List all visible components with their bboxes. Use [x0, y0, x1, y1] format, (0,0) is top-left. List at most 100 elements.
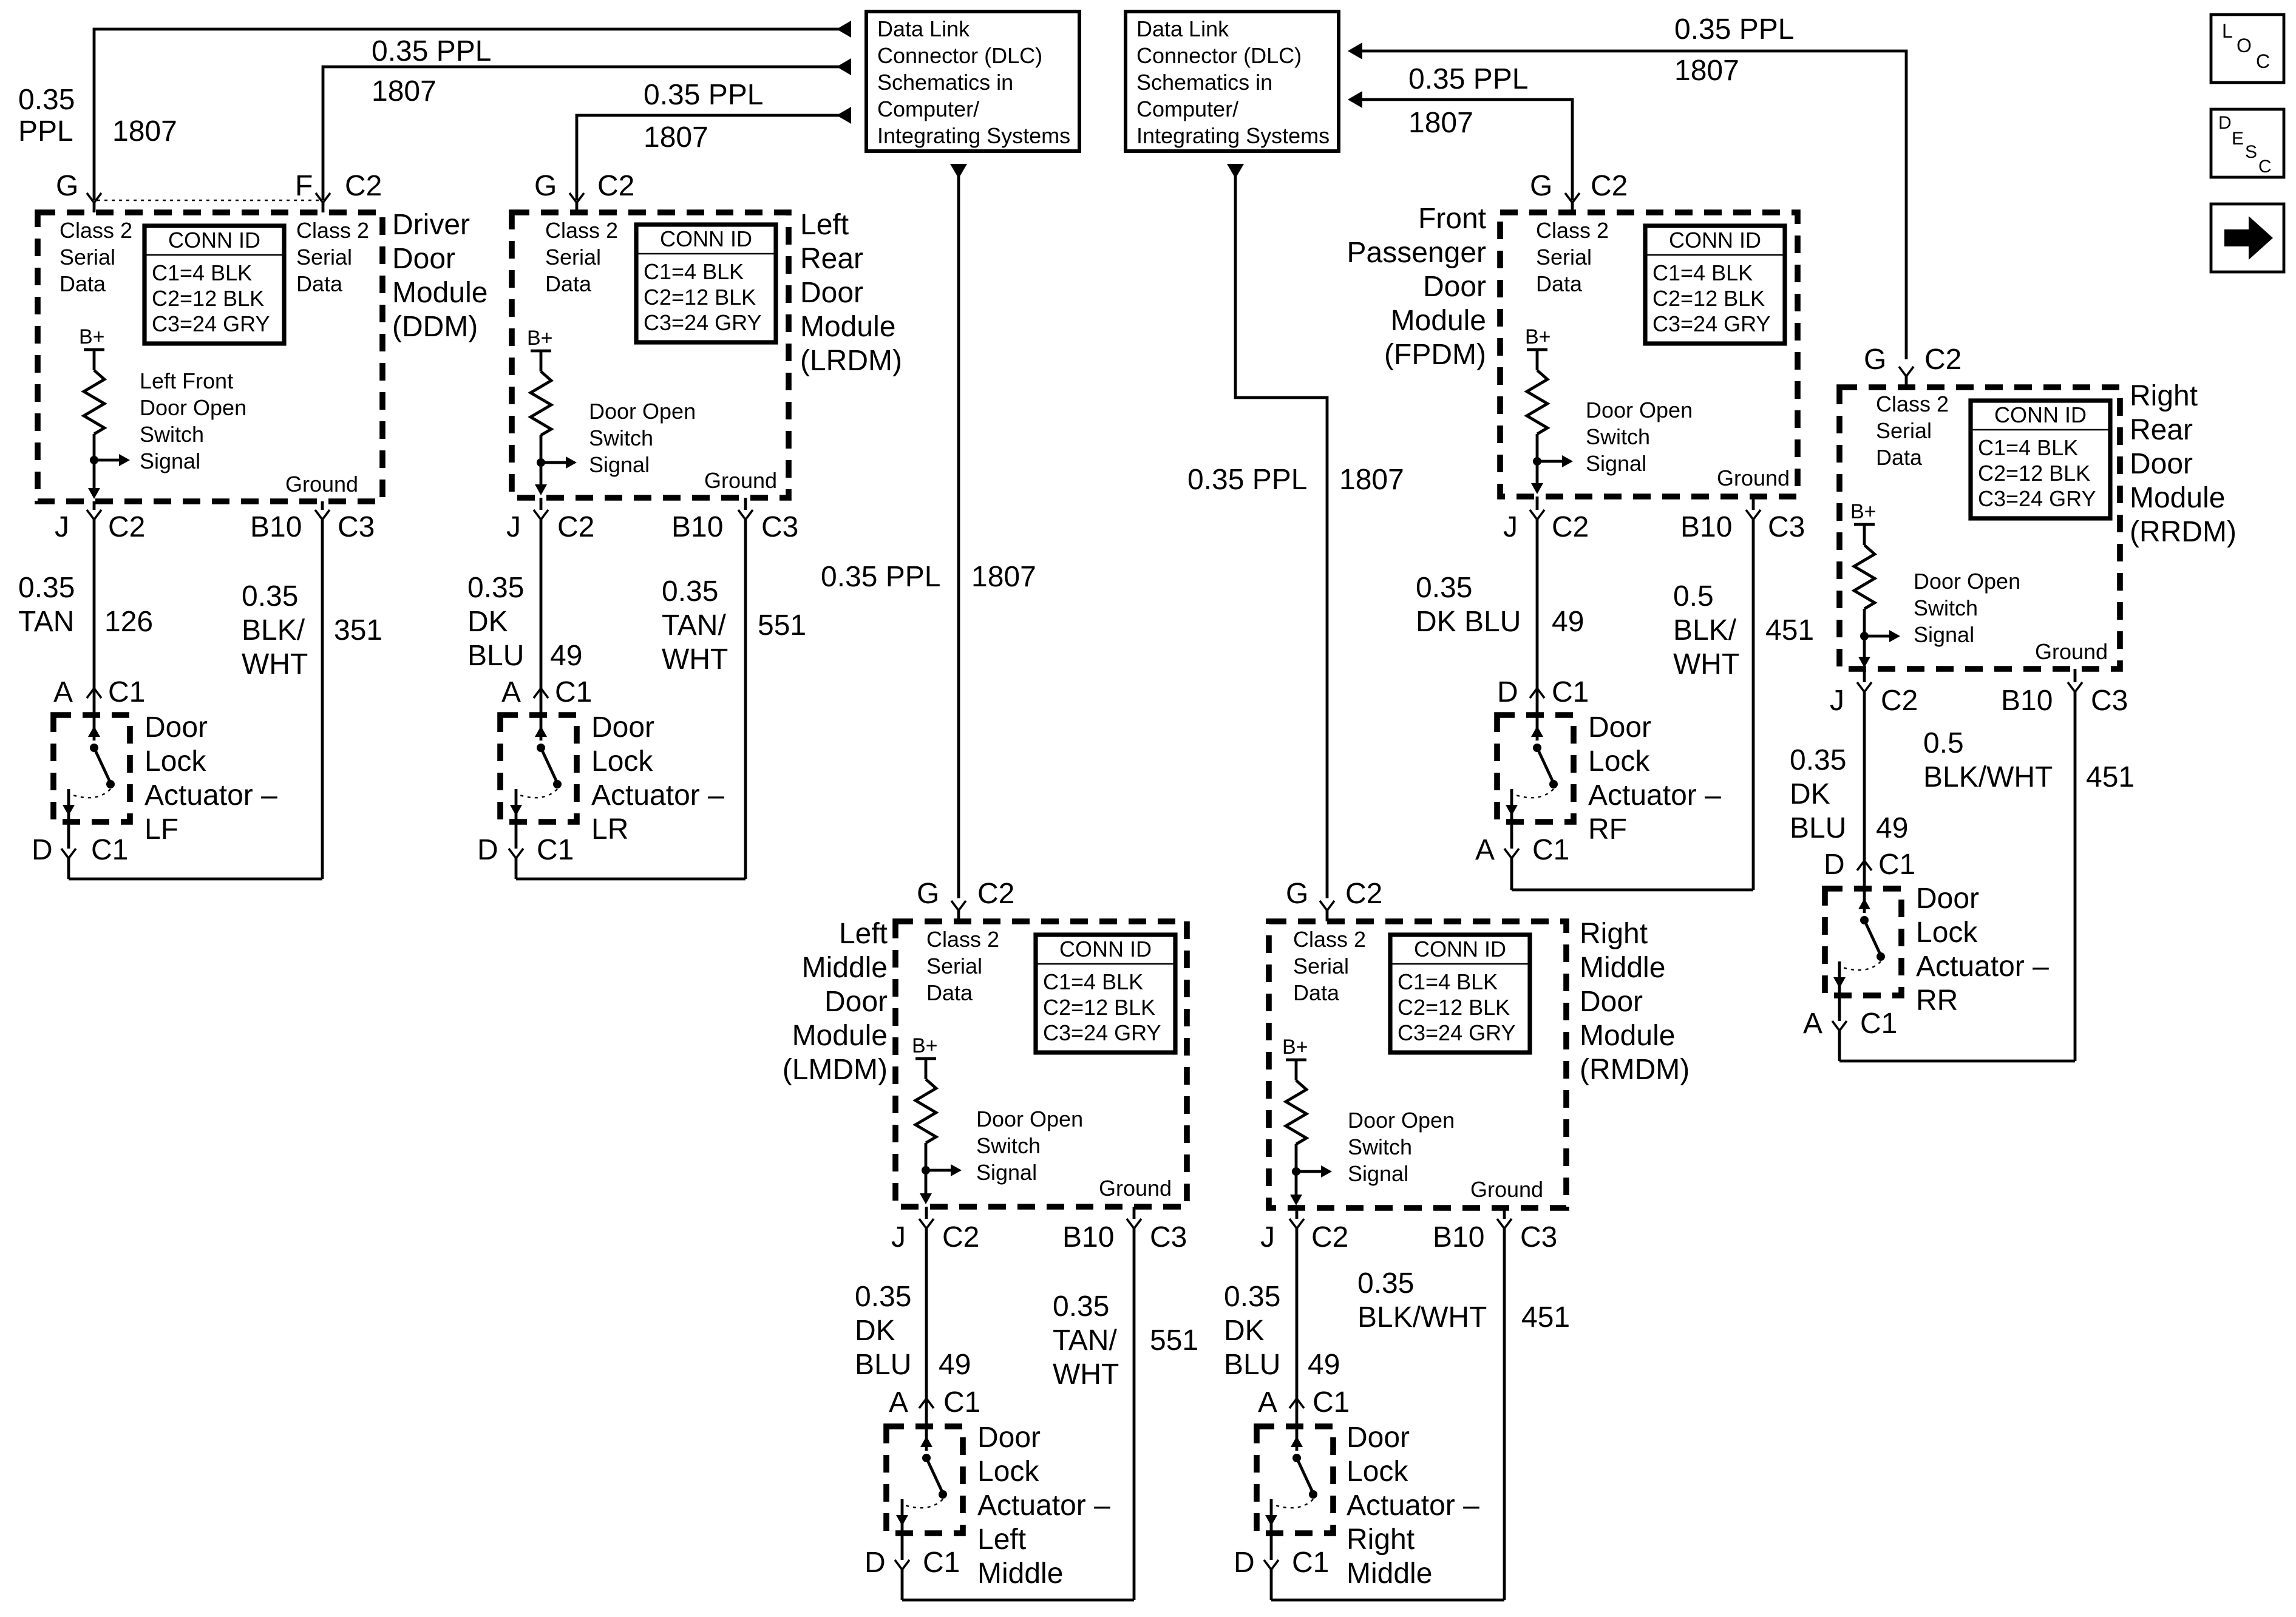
- fpdm-sig-circuit: 49: [1552, 606, 1584, 638]
- ddm-conn-id: CONN ID C1=4 BLK C2=12 BLK C3=24 GRY: [142, 223, 287, 346]
- lmdm-pin-c3: C3: [1150, 1221, 1187, 1253]
- fpdm-module[interactable]: G C2 Class 2 Serial Data CONN ID C1=4 BL…: [1347, 170, 1801, 500]
- lrdm-gnd-color-2: WHT: [662, 643, 728, 676]
- lrdm-act-label-2: Lock: [591, 745, 653, 778]
- data-link-wiring-right: [1348, 42, 1908, 359]
- rmdm-pin-c2: C2: [1311, 1221, 1348, 1253]
- lmdm-class2-3: Data: [926, 980, 973, 1005]
- lrdm-name-1: Left: [800, 209, 849, 241]
- lmdm-output-wiring: [894, 1207, 1143, 1602]
- lrdm-sig-circuit: 49: [550, 640, 582, 672]
- lmdm-pin-c2-top: C2: [977, 878, 1014, 910]
- rmdm-gnd-color: BLK/WHT: [1357, 1301, 1487, 1334]
- fpdm-switch-resistor: B+: [1524, 325, 1573, 494]
- rrdm-conn-c1: C1=4 BLK: [1978, 435, 2078, 460]
- dlc-left[interactable]: Data Link Connector (DLC) Schematics in …: [864, 10, 1081, 153]
- lmdm-ground: Ground: [1099, 1176, 1172, 1201]
- dlc-right[interactable]: Data Link Connector (DLC) Schematics in …: [1124, 10, 1340, 153]
- lrdm-door-lock-actuator[interactable]: [497, 712, 580, 849]
- rrdm-act-c1-top: C1: [1878, 849, 1915, 881]
- lmdm-gnd-color-2: WHT: [1053, 1358, 1119, 1391]
- rrdm-module[interactable]: G C2 Class 2 Serial Data CONN ID C1=4 BL…: [1836, 344, 2237, 672]
- lrdm-conn-c3: C3=24 GRY: [644, 310, 761, 335]
- ddm-door-lock-actuator[interactable]: [50, 712, 133, 849]
- dlc-left-line-3: Schematics in: [877, 70, 1013, 95]
- fpdm-switch-3: Signal: [1586, 451, 1646, 476]
- lmdm-switch-1: Door Open: [976, 1107, 1083, 1131]
- ddm-switch-1: Left Front: [140, 368, 233, 393]
- fpdm-act-c1-bottom: C1: [1532, 834, 1569, 866]
- desc-letter-e: E: [2232, 129, 2244, 149]
- fpdm-ground: Ground: [1717, 466, 1790, 490]
- rmdm-pin-c3: C3: [1520, 1221, 1557, 1253]
- ddm-class2-1: Class 2: [59, 218, 132, 243]
- rmdm-sig-size: 0.35: [1224, 1281, 1280, 1313]
- rmdm-act-c1-bottom: C1: [1292, 1547, 1329, 1579]
- rrdm-door-lock-actuator[interactable]: [1822, 886, 1904, 1021]
- lmdm-gnd-color-1: TAN/: [1053, 1324, 1117, 1357]
- fpdm-gnd-size: 0.5: [1673, 580, 1714, 612]
- rmdm-door-lock-actuator[interactable]: [1254, 1423, 1336, 1560]
- fpdm-door-lock-actuator[interactable]: [1494, 712, 1577, 849]
- fpdm-name-5: (FPDM): [1384, 339, 1486, 371]
- fpdm-pin-j: J: [1503, 511, 1518, 543]
- fpdm-class2-1: Class 2: [1536, 218, 1609, 243]
- lrdm-pin-g: G: [534, 170, 557, 202]
- lrdm-class2-3: Data: [545, 271, 592, 296]
- wire-ppl-label-2: 0.35 PPL: [644, 79, 763, 111]
- wire-ppl-left: PPL: [18, 115, 73, 147]
- dlc-right-line-1: Data Link: [1136, 16, 1229, 41]
- lrdm-gnd-color-1: TAN/: [662, 609, 726, 642]
- rrdm-output-wiring: [1831, 669, 2084, 1063]
- dlc-right-line-4: Computer/: [1136, 97, 1238, 121]
- rmdm-name-3: Door: [1580, 986, 1643, 1018]
- lmdm-name-3: Door: [824, 986, 888, 1018]
- lrdm-sig-color-1: DK: [467, 606, 508, 638]
- dlc-left-line-5: Integrating Systems: [877, 123, 1070, 148]
- rrdm-act-label-1: Door: [1916, 883, 1979, 915]
- fpdm-switch-1: Door Open: [1586, 398, 1693, 422]
- lrdm-name-5: (LRDM): [800, 345, 902, 377]
- loc-button[interactable]: L O C: [2209, 13, 2286, 84]
- loc-letter-l: L: [2222, 20, 2233, 42]
- ddm-module[interactable]: G F C2 Class 2 Serial Data Class 2 Seria…: [35, 170, 487, 504]
- lmdm-module[interactable]: G C2 Class 2 Serial Data CONN ID C1=4 BL…: [783, 878, 1190, 1210]
- rmdm-pin-j: J: [1260, 1221, 1275, 1253]
- wire-1807-label-2: 1807: [644, 121, 708, 154]
- ddm-pin-c2: C2: [108, 511, 145, 543]
- rmdm-ground: Ground: [1470, 1177, 1543, 1202]
- rmdm-bplus: B+: [1282, 1036, 1308, 1059]
- lmdm-pin-b10: B10: [1062, 1221, 1114, 1253]
- fpdm-gnd-color-2: WHT: [1673, 648, 1739, 680]
- next-page-button[interactable]: [2209, 202, 2286, 274]
- rmdm-gnd-circuit: 451: [1521, 1301, 1570, 1334]
- desc-letter-c: C: [2258, 157, 2272, 177]
- rmdm-name-1: Right: [1580, 918, 1648, 950]
- lrdm-conn-id: CONN ID C1=4 BLK C2=12 BLK C3=24 GRY: [634, 222, 778, 345]
- rrdm-name-3: Door: [2130, 448, 2193, 480]
- lmdm-act-pin-bottom: D: [864, 1547, 886, 1579]
- rmdm-conn-c1: C1=4 BLK: [1398, 969, 1498, 994]
- lmdm-pin-g: G: [917, 878, 939, 910]
- lrdm-pin-c3: C3: [761, 511, 798, 543]
- ddm-name-2: Door: [392, 243, 455, 275]
- fpdm-act-label-3: Actuator –: [1588, 779, 1721, 812]
- ddm-act-label-2: Lock: [144, 745, 206, 778]
- rrdm-name-4: Module: [2130, 482, 2225, 514]
- lrdm-module[interactable]: G C2 Class 2 Serial Data CONN ID C1=4 BL…: [509, 170, 902, 501]
- ddm-class2b-2: Serial: [296, 245, 352, 270]
- rmdm-sig-circuit: 49: [1308, 1349, 1340, 1381]
- rmdm-module[interactable]: G C2 Class 2 Serial Data CONN ID C1=4 BL…: [1266, 878, 1690, 1211]
- lrdm-act-label-3: Actuator –: [591, 779, 724, 812]
- wire-1807-label-3: 1807: [1674, 55, 1739, 87]
- ddm-conn-c1: C1=4 BLK: [152, 260, 252, 285]
- fpdm-pin-c2-top: C2: [1591, 170, 1628, 202]
- fpdm-sig-color: DK BLU: [1416, 606, 1521, 638]
- lrdm-name-4: Module: [800, 311, 895, 343]
- lrdm-conn-c1: C1=4 BLK: [644, 259, 744, 284]
- rrdm-sig-circuit: 49: [1876, 812, 1908, 844]
- lrdm-class2-2: Serial: [545, 245, 601, 270]
- desc-button[interactable]: D E S C: [2209, 107, 2286, 179]
- rrdm-conn-title: CONN ID: [1994, 402, 2087, 427]
- lmdm-door-lock-actuator[interactable]: [883, 1423, 966, 1560]
